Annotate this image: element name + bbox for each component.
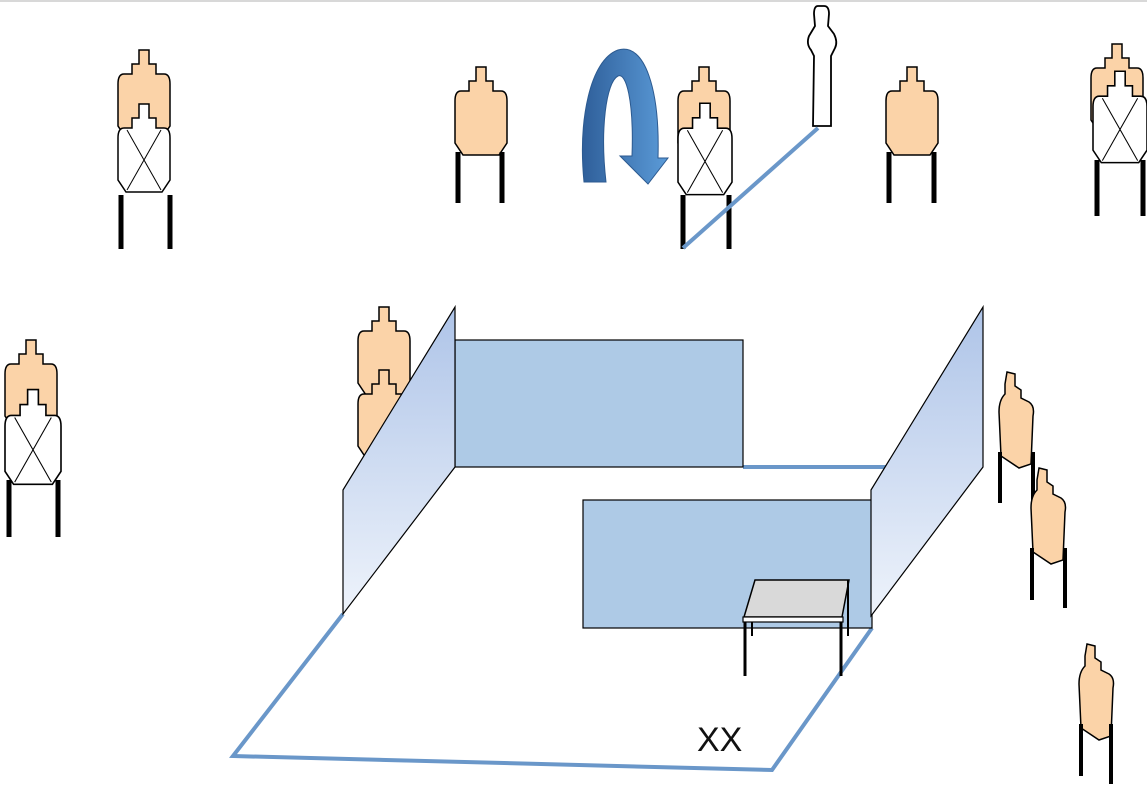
target-group-top-left [117, 49, 173, 249]
target-right-middle [1030, 467, 1067, 608]
paper-target-icon [1030, 467, 1067, 565]
fault-line-shooting-area [229, 612, 874, 773]
target-right-lower [1078, 643, 1115, 784]
target-group-top-center [677, 66, 733, 249]
swinger-target-icon [681, 5, 838, 250]
paper-target-icon [454, 66, 508, 156]
rotation-arrow-icon [582, 48, 670, 185]
shooting-table-icon [742, 579, 850, 676]
start-position-label: XX [697, 721, 742, 759]
target-group-left [4, 339, 62, 537]
right-side-wall [870, 304, 984, 618]
target-right-upper [998, 371, 1035, 503]
left-side-wall [342, 304, 456, 616]
paper-target-icon [885, 66, 939, 156]
paper-target-icon [998, 371, 1035, 469]
back-wall [454, 339, 744, 468]
paper-target-icon [1078, 643, 1115, 741]
target-top-center-left [454, 66, 508, 203]
target-group-top-right [1090, 43, 1147, 216]
activator-cable [681, 126, 820, 250]
target-top-center-right [885, 66, 939, 203]
